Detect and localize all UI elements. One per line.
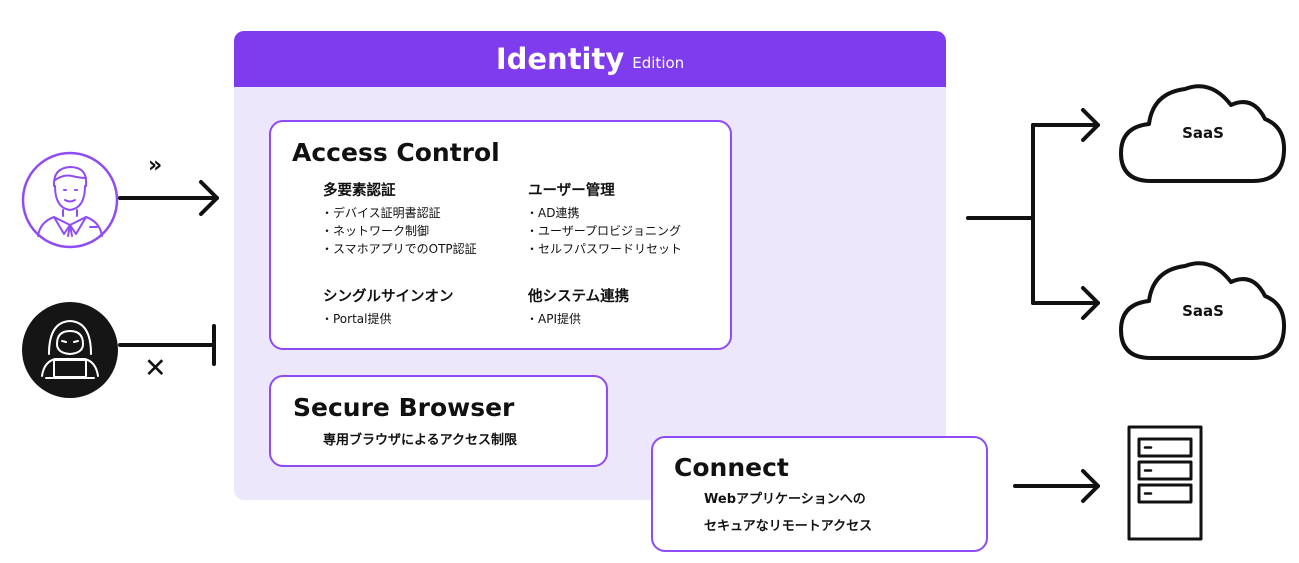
connect-desc-line-1: Webアプリケーションへの <box>704 492 866 507</box>
cloud-icon <box>1119 84 1287 183</box>
connect-title: Connect <box>674 453 789 482</box>
list-item: ・デバイス証明書認証 <box>321 206 441 220</box>
section-heading: 他システム連携 <box>528 289 630 305</box>
section-list: ・API提供 <box>526 310 581 328</box>
list-item: ・API提供 <box>526 312 581 326</box>
cloud-icon <box>1119 261 1287 360</box>
list-item: ・Portal提供 <box>321 312 392 326</box>
panel-title: Identity <box>495 42 625 76</box>
list-item: ・スマホアプリでのOTP認証 <box>321 242 477 256</box>
section-heading: 多要素認証 <box>323 183 396 199</box>
section-list: ・Portal提供 <box>321 310 391 328</box>
connect-card: Connect Webアプリケーションへの セキュアなリモートアクセス <box>651 436 988 552</box>
list-item: ・セルフパスワードリセット <box>526 242 683 256</box>
access-control-title: Access Control <box>292 138 500 167</box>
hacker-icon <box>22 302 118 398</box>
connect-desc-line-2: セキュアなリモートアクセス <box>704 519 873 534</box>
section-heading: シングルサインオン <box>323 289 454 305</box>
server-icon <box>1127 425 1203 541</box>
secure-browser-card: Secure Browser 専用ブラウザによるアクセス制限 <box>269 375 608 467</box>
secure-browser-title: Secure Browser <box>293 393 515 422</box>
panel-subtitle: Edition <box>632 54 685 72</box>
access-control-card: Access Control 多要素認証 ・デバイス証明書認証 ・ネットワーク制… <box>269 120 732 350</box>
section-list: ・デバイス証明書認証 ・ネットワーク制御 ・スマホアプリでのOTP認証 <box>321 204 477 258</box>
user-arrow-label: » <box>148 153 163 178</box>
block-x-mark: ✕ <box>144 353 167 384</box>
access-arrow <box>118 180 219 216</box>
section-list: ・AD連携 ・ユーザープロビジョニング ・セルフパスワードリセット <box>526 204 682 258</box>
list-item: ・ネットワーク制御 <box>321 224 430 238</box>
panel-header: Identity Edition <box>234 31 946 87</box>
saas-label: SaaS <box>1182 124 1224 142</box>
list-item: ・AD連携 <box>526 206 580 220</box>
saas-label: SaaS <box>1182 302 1224 320</box>
list-item: ・ユーザープロビジョニング <box>526 224 682 238</box>
blocked-connector <box>118 324 216 366</box>
section-heading: ユーザー管理 <box>528 183 615 199</box>
server-arrow <box>1013 469 1100 503</box>
secure-browser-desc: 専用ブラウザによるアクセス制限 <box>323 433 517 448</box>
user-icon <box>21 151 119 249</box>
saas-branch-arrows <box>966 108 1100 320</box>
